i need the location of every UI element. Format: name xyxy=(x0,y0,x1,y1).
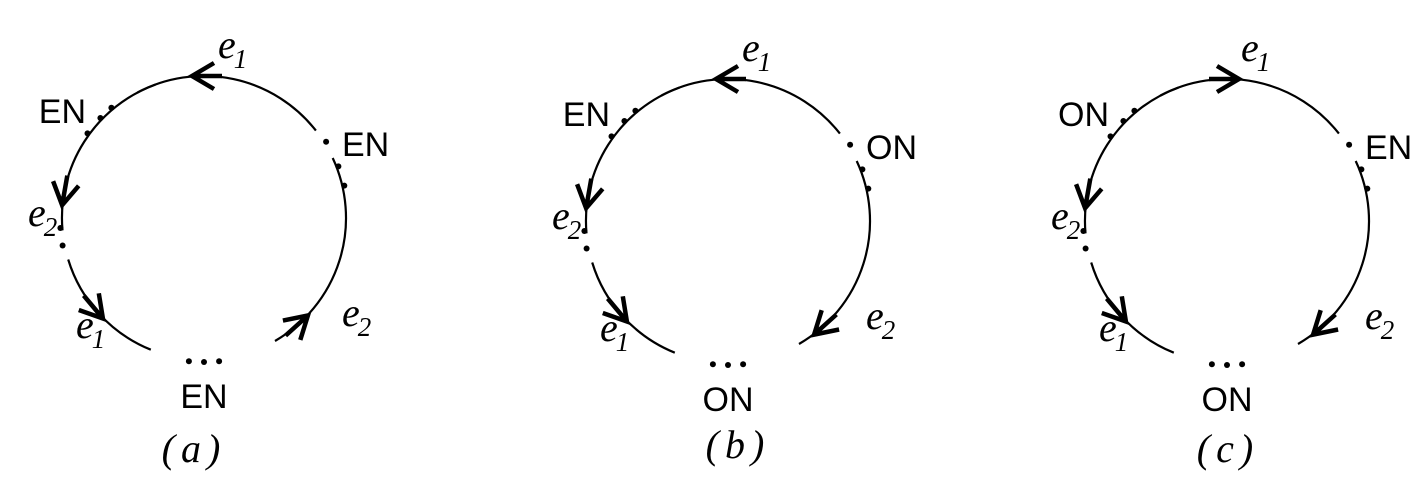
ellipsis-dot xyxy=(108,104,115,111)
edge-label-e2: e2 xyxy=(866,293,895,345)
ellipsis-dot xyxy=(709,361,716,368)
edge-subscript: 2 xyxy=(358,312,372,342)
node-label: EN xyxy=(563,96,610,134)
edge-label-e2: e2 xyxy=(1365,293,1394,345)
edge-subscript: 1 xyxy=(616,327,630,357)
cycle-arc xyxy=(1159,77,1340,135)
ellipsis-dot xyxy=(97,115,104,121)
edge-arrow-ccw xyxy=(1073,178,1104,213)
edge-arrow-ccw xyxy=(711,64,746,94)
ellipsis-dot xyxy=(859,166,866,173)
ellipsis-dot xyxy=(608,133,615,140)
ellipsis-dot xyxy=(341,182,348,189)
ellipsis-dot xyxy=(1080,228,1087,234)
edge-label-e2: e2 xyxy=(1051,193,1080,245)
ellipsis-dot xyxy=(201,359,207,365)
edge-arrow-ccw xyxy=(574,178,605,213)
edge-subscript: 1 xyxy=(92,324,106,354)
edge-subscript: 1 xyxy=(1115,327,1129,357)
ellipsis-dot xyxy=(59,242,66,249)
cycle-arc xyxy=(660,77,841,135)
node-label: EN xyxy=(1365,129,1412,167)
edge-label-e2: e2 xyxy=(28,190,57,242)
ellipsis-dot xyxy=(1358,166,1365,173)
edge-label-e1: e1 xyxy=(1241,25,1270,77)
ellipsis-dot xyxy=(1120,118,1127,124)
edge-subscript: 2 xyxy=(1381,315,1395,345)
edge-subscript: 1 xyxy=(758,47,772,77)
ellipsis-dot xyxy=(740,361,747,368)
edge-subscript: 2 xyxy=(568,215,582,245)
ellipsis-dot xyxy=(84,130,91,137)
ellipsis-dot xyxy=(847,141,854,148)
ellipsis-dot xyxy=(1208,361,1215,368)
edge-subscript: 1 xyxy=(234,44,248,74)
edge-arrow-ccw xyxy=(50,175,81,210)
edge-subscript: 2 xyxy=(1067,215,1081,245)
edge-subscript: 2 xyxy=(44,212,58,242)
node-label: ON xyxy=(1202,381,1253,419)
ellipsis-dot xyxy=(583,245,590,252)
ellipsis-dot xyxy=(185,358,192,365)
ellipsis-dot xyxy=(865,185,872,192)
ellipsis-dot xyxy=(632,107,639,114)
ellipsis-dot xyxy=(335,163,342,170)
edge-arrow-ccw xyxy=(282,312,312,341)
edge-label-e1: e1 xyxy=(742,25,771,77)
node-label: EN xyxy=(39,93,86,131)
cycle-arc xyxy=(136,74,317,132)
ellipsis-dot xyxy=(581,228,588,234)
ellipsis-dot xyxy=(621,118,628,124)
diagram-caption: (a) xyxy=(162,426,227,471)
edge-subscript: 1 xyxy=(1257,47,1271,77)
node-label: EN xyxy=(180,378,227,416)
ellipsis-dot xyxy=(1107,133,1114,140)
edge-label-e1: e1 xyxy=(218,22,247,74)
edge-arrow-cw xyxy=(810,309,840,338)
diagram-caption: (b) xyxy=(706,422,771,467)
edge-arrow-cw xyxy=(1209,64,1244,94)
node-label: ON xyxy=(703,381,754,419)
node-label: ON xyxy=(866,129,917,167)
edge-arrow-ccw xyxy=(187,61,222,91)
edge-label-e1: e1 xyxy=(600,305,629,357)
edge-label-e2: e2 xyxy=(342,290,371,342)
edge-arrow-ccw xyxy=(602,295,630,325)
ellipsis-dot xyxy=(1346,141,1353,148)
ellipsis-dot xyxy=(1364,185,1371,192)
ellipsis-dot xyxy=(725,362,731,368)
edge-label-e2: e2 xyxy=(552,193,581,245)
ellipsis-dot xyxy=(1224,362,1230,368)
node-label: EN xyxy=(342,126,389,164)
ellipsis-dot xyxy=(216,358,223,365)
ellipsis-dot xyxy=(1082,245,1089,252)
edge-arrow-ccw xyxy=(78,292,106,322)
edge-arrow-cw xyxy=(1309,309,1339,338)
node-label: ON xyxy=(1058,96,1109,134)
ellipsis-dot xyxy=(1239,361,1246,368)
ellipsis-dot xyxy=(57,225,64,231)
ellipsis-dot xyxy=(323,138,330,145)
edge-subscript: 2 xyxy=(882,315,896,345)
edge-arrow-ccw xyxy=(1101,295,1129,325)
ellipsis-dot xyxy=(1131,107,1138,114)
diagram-caption: (c) xyxy=(1197,426,1259,471)
